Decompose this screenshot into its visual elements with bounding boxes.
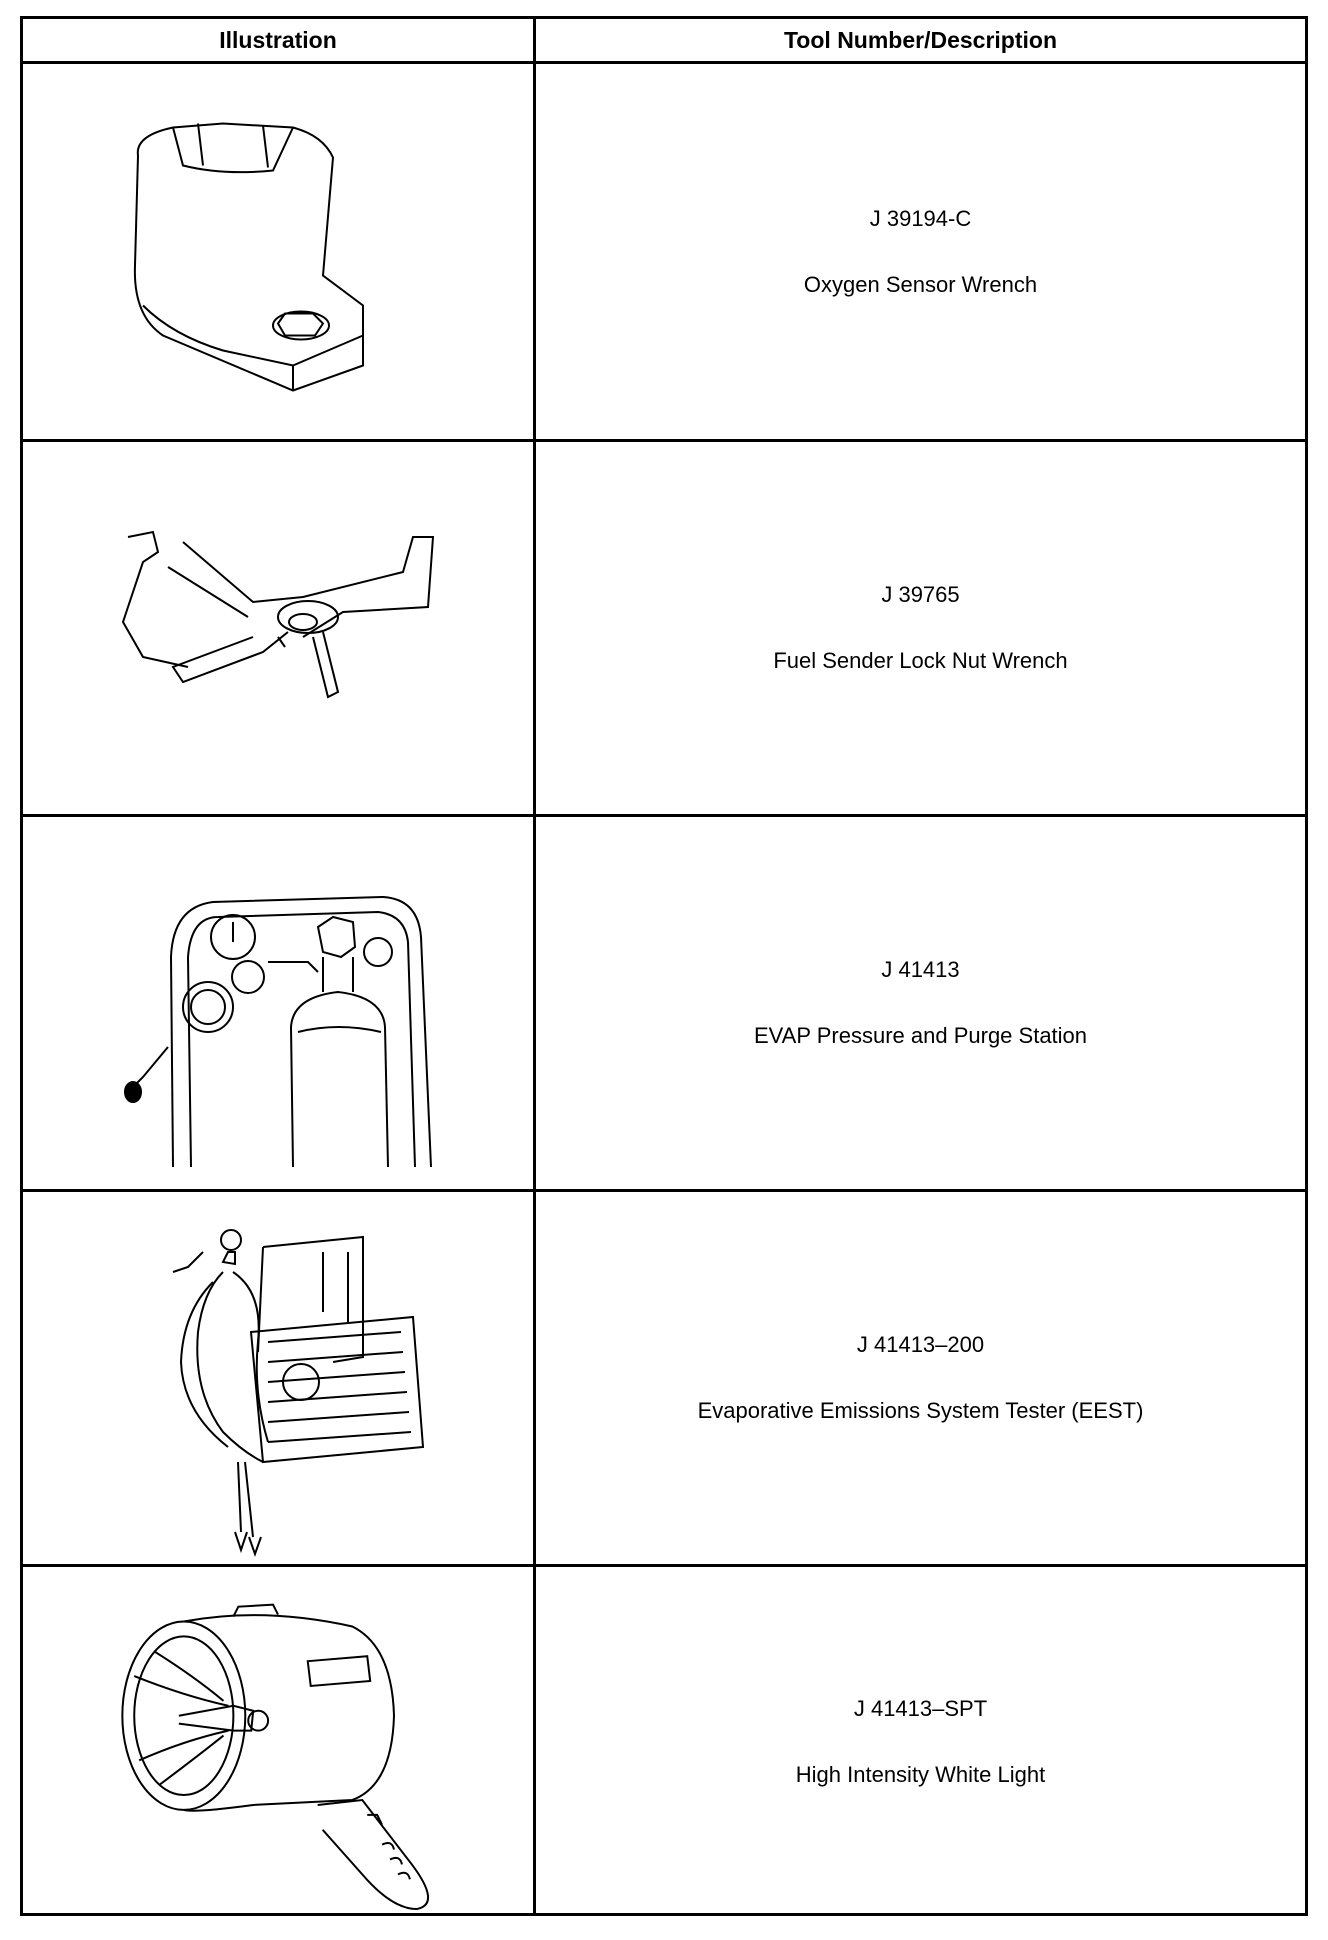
emissions-tester-icon	[23, 1192, 533, 1564]
tool-description: High Intensity White Light	[795, 1761, 1046, 1787]
table-header: Illustration Tool Number/Description	[23, 19, 1305, 64]
tool-description: Fuel Sender Lock Nut Wrench	[773, 648, 1068, 673]
white-light-icon	[23, 1567, 533, 1916]
table-row: J 39765 Fuel Sender Lock Nut Wrench	[23, 439, 1305, 814]
tool-description: EVAP Pressure and Purge Station	[753, 1023, 1088, 1048]
table-row: J 41413 EVAP Pressure and Purge Station	[23, 814, 1305, 1189]
tool-description: Oxygen Sensor Wrench	[803, 271, 1038, 297]
table-row: J 39194-C Oxygen Sensor Wrench	[23, 64, 1305, 439]
tool-number: J 39194-C	[869, 205, 972, 231]
oxygen-sensor-wrench-icon	[23, 64, 533, 439]
table-row: J 41413–SPT High Intensity White Light	[23, 1564, 1305, 1916]
tool-description: Evaporative Emissions System Tester (EES…	[697, 1398, 1144, 1423]
tool-number: J 41413–200	[856, 1332, 985, 1357]
tool-number: J 41413	[881, 957, 960, 982]
lock-nut-wrench-icon	[23, 442, 533, 814]
table-row: J 41413–200 Evaporative Emissions System…	[23, 1189, 1305, 1564]
column-divider	[533, 19, 536, 1913]
purge-station-icon	[23, 817, 533, 1189]
header-tool-description: Tool Number/Description	[783, 27, 1058, 53]
tools-table: Illustration Tool Number/Description J 3…	[20, 16, 1308, 1916]
tool-number: J 39765	[881, 582, 960, 607]
header-illustration: Illustration	[219, 27, 337, 53]
tool-number: J 41413–SPT	[853, 1695, 988, 1721]
